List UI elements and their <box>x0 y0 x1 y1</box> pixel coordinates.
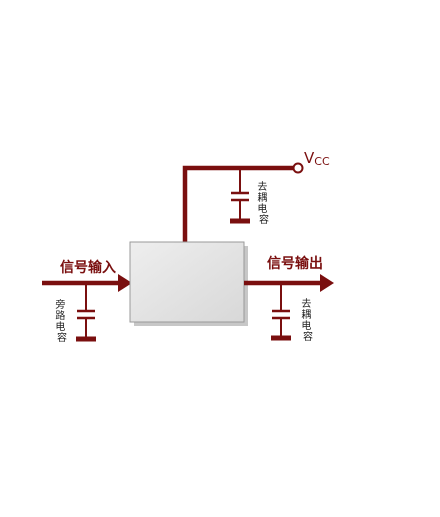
output-arrow-icon <box>320 274 334 292</box>
output-label: 信号输出 <box>267 255 323 272</box>
input-arrow-icon <box>118 274 132 292</box>
bypass-capacitor-left <box>76 283 96 342</box>
circuit-block <box>129 241 245 323</box>
decoupling-capacitor-right <box>271 283 291 341</box>
vcc-wire <box>182 165 294 242</box>
cap-top-label: 去 耦 电 容 <box>257 181 270 226</box>
input-label: 信号输入 <box>60 259 116 276</box>
cap-right-label: 去 耦 电 容 <box>301 298 314 343</box>
cap-left-label: 旁 路 电 容 <box>55 298 68 344</box>
vcc-terminal <box>292 162 304 174</box>
decoupling-capacitor-top <box>230 168 250 224</box>
vcc-label: VCC <box>304 149 330 168</box>
